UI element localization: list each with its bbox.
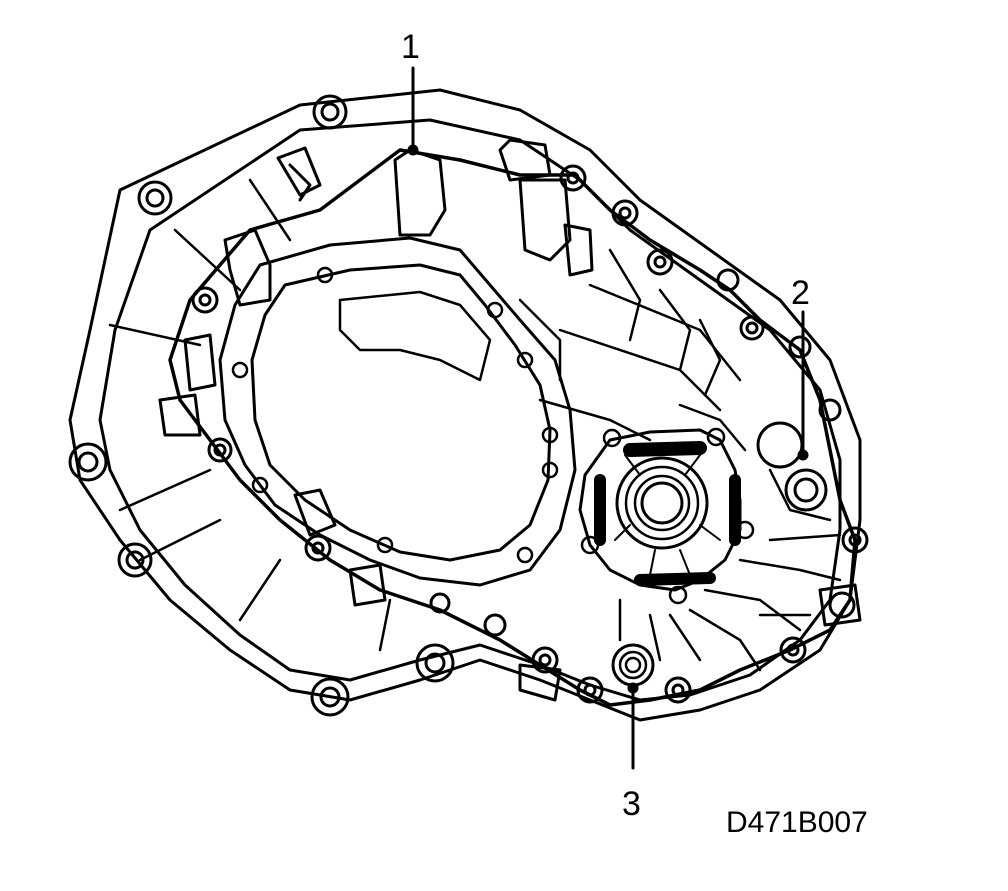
case-ribs	[518, 248, 747, 452]
leader-3-dot	[627, 682, 639, 694]
callout-leaders	[407, 66, 809, 770]
case-bolt-bosses	[191, 164, 869, 704]
callout-3-label: 3	[622, 785, 641, 823]
bell-housing-inner-edge	[98, 118, 842, 702]
housing-bolt-bosses	[68, 94, 455, 717]
leader-2-dot	[797, 449, 809, 461]
callout-1-label: 1	[401, 28, 420, 66]
bell-housing-outline	[68, 88, 862, 722]
plug-component-2	[756, 421, 832, 522]
cover-plate-outer	[218, 236, 577, 587]
cover-plate-recess	[338, 290, 492, 382]
differential-housing	[578, 427, 755, 605]
lower-radial-ribs	[618, 533, 842, 672]
lower-tabs	[293, 488, 862, 702]
drain-plug-component-3	[611, 643, 655, 687]
upper-tabs	[158, 138, 594, 437]
gear-case-outline	[168, 148, 857, 707]
cover-plate-holes	[231, 266, 559, 564]
callout-2-label: 2	[791, 274, 810, 312]
leader-1-dot	[407, 144, 419, 156]
cover-plate-inner	[250, 263, 552, 562]
reference-code: D471B007	[726, 806, 868, 839]
